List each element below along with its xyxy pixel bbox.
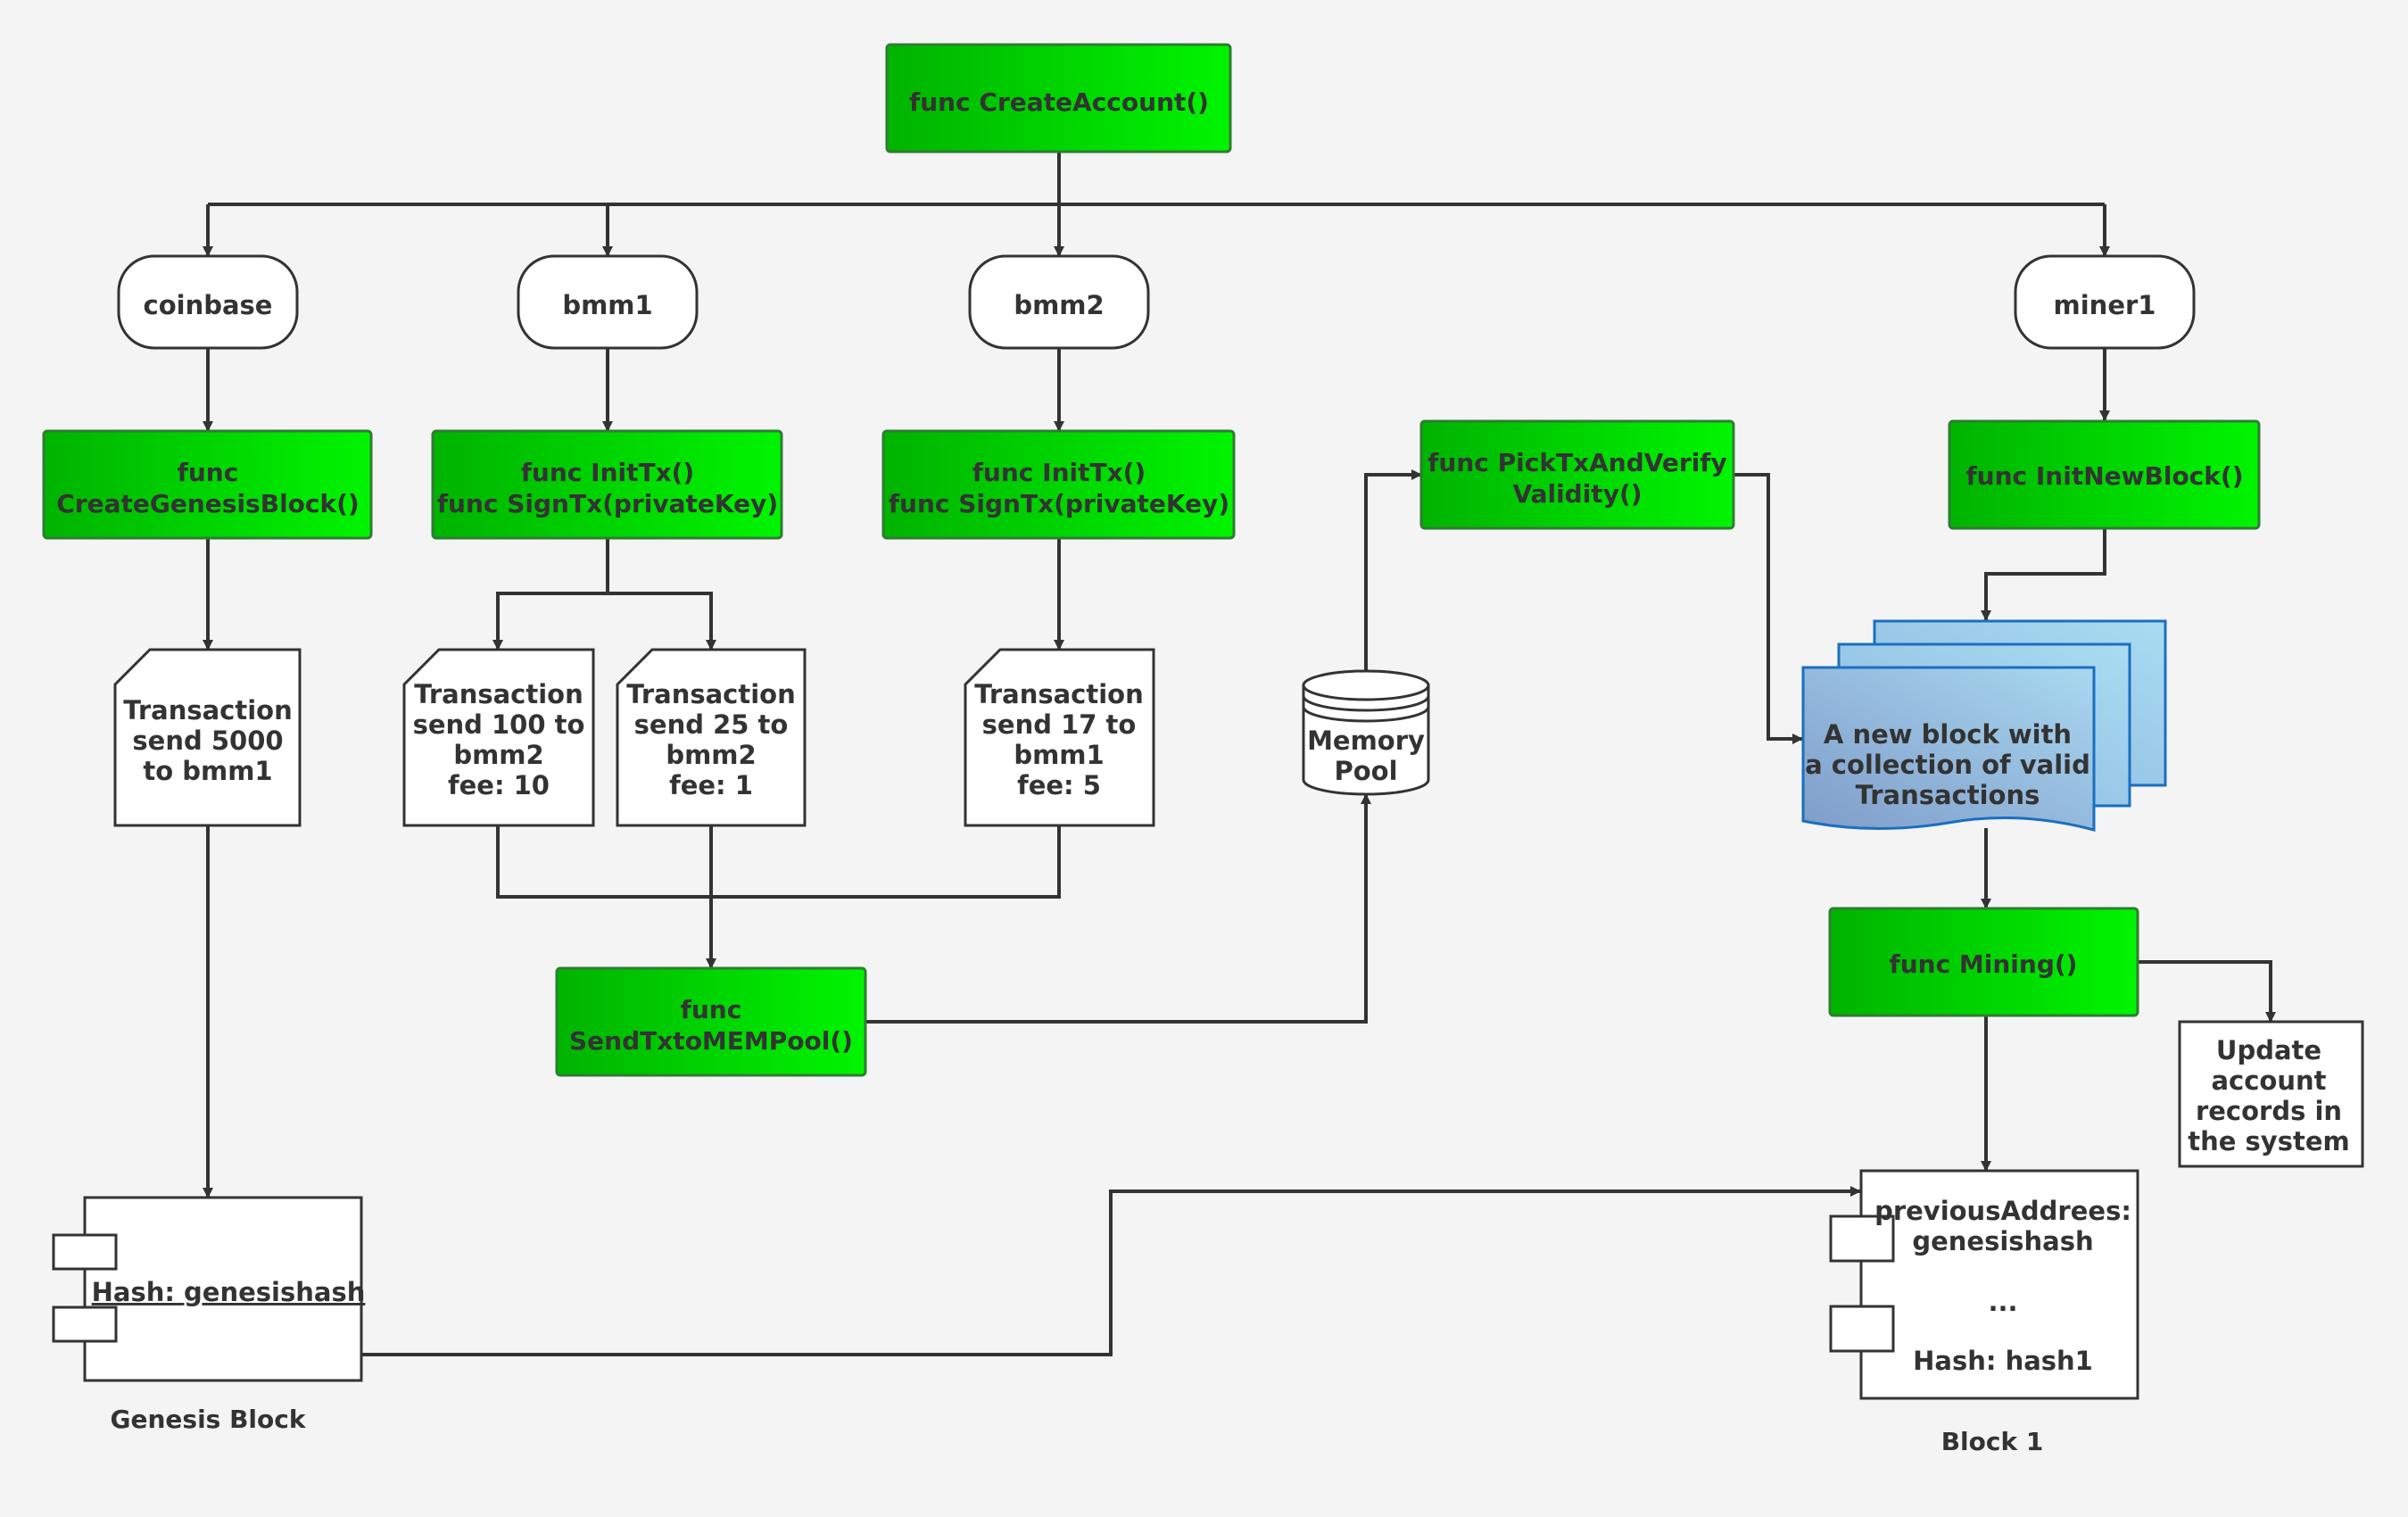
- tx-bmm1-b-card: Transaction send 25 to bmm2 fee: 1: [616, 648, 807, 827]
- tx-bmm1-b-line-1: Transaction: [626, 679, 796, 709]
- fn-send-tx-line-2: SendTxtoMEMPool(): [569, 1026, 853, 1056]
- edge-txs-merge: [496, 825, 1061, 899]
- edge-mempool-to-pick: [1364, 469, 1422, 671]
- fn-bmm2-init-sign: func InitTx() func SignTx(privateKey): [881, 429, 1236, 540]
- fn-init-new-block: func InitNewBlock(): [1948, 419, 2261, 530]
- block1-caption: Block 1: [1941, 1427, 2044, 1456]
- genesis-block-port-bottom: [52, 1306, 118, 1343]
- memory-pool-line-1: Memory: [1307, 725, 1425, 756]
- tx-genesis-line-1: Transaction: [123, 695, 293, 725]
- new-block-line-1: A new block with: [1824, 719, 2072, 750]
- block1-previous-line-1: previousAddrees:: [1874, 1196, 2131, 1226]
- genesis-block-hash: Hash: genesishash: [92, 1277, 366, 1307]
- edge-pick-to-newblock: [1734, 473, 1803, 744]
- tx-bmm2-line-2: send 17 to: [982, 709, 1137, 740]
- update-records-line-2: account: [2211, 1065, 2326, 1096]
- block1-hash: Hash: hash1: [1913, 1346, 2093, 1376]
- account-bmm1: bmm1: [517, 254, 699, 350]
- fn-bmm1-init-sign: func InitTx() func SignTx(privateKey): [431, 429, 783, 540]
- tx-bmm2-line-4: fee: 5: [1017, 770, 1101, 800]
- edge-mining-to-update: [2138, 960, 2276, 1023]
- block1-port-top: [1829, 1214, 1895, 1263]
- tx-bmm1-a-line-3: bmm2: [453, 740, 543, 770]
- update-records-line-4: the system: [2188, 1126, 2349, 1156]
- account-bmm2: bmm2: [968, 254, 1150, 350]
- fn-pick-tx-line-1: func PickTxAndVerify: [1427, 448, 1727, 477]
- genesis-block-caption: Genesis Block: [111, 1405, 307, 1434]
- fn-bmm1-sign-line: func SignTx(privateKey): [437, 489, 778, 518]
- account-bmm2-label: bmm2: [1014, 290, 1104, 320]
- account-coinbase-label: coinbase: [144, 290, 273, 320]
- account-bmm1-label: bmm1: [562, 290, 652, 320]
- edge-bmm1-split-right: [608, 592, 716, 651]
- edge-sendtx-to-mempool: [865, 793, 1371, 1024]
- fn-create-genesis-line-2: CreateGenesisBlock(): [56, 489, 359, 518]
- block1-component: previousAddrees: genesishash ... Hash: h…: [1829, 1169, 2139, 1456]
- new-block-line-2: a collection of valid: [1805, 750, 2090, 780]
- fn-create-genesis-block: func CreateGenesisBlock(): [42, 429, 373, 540]
- account-miner1: miner1: [2014, 254, 2196, 350]
- tx-bmm2-line-1: Transaction: [974, 679, 1144, 709]
- update-records-line-3: records in: [2196, 1096, 2342, 1126]
- fn-create-account: func CreateAccount(): [885, 43, 1232, 153]
- update-records-line-1: Update: [2216, 1035, 2321, 1065]
- fn-send-tx-mempool: func SendTxtoMEMPool(): [555, 966, 867, 1077]
- fn-mining: func Mining(): [1828, 907, 2139, 1017]
- tx-bmm1-a-line-4: fee: 10: [448, 770, 550, 800]
- fn-pick-tx-line-2: Validity(): [1512, 479, 1642, 509]
- memory-pool-database: Memory Pool: [1302, 669, 1430, 796]
- fn-send-tx-line-1: func: [681, 995, 742, 1024]
- fn-mining-label: func Mining(): [1890, 949, 2078, 979]
- edge-bmm1-split: [492, 538, 609, 651]
- tx-bmm1-b-line-4: fee: 1: [669, 770, 753, 800]
- new-block-line-3: Transactions: [1856, 780, 2040, 810]
- fn-bmm1-init-line: func InitTx(): [521, 458, 694, 487]
- block1-port-bottom: [1829, 1305, 1895, 1353]
- tx-genesis-line-2: send 5000: [132, 725, 283, 756]
- tx-bmm1-a-card: Transaction send 100 to bmm2 fee: 10: [402, 648, 595, 827]
- fn-create-genesis-line-1: func: [178, 458, 239, 487]
- edge-genesisblock-to-block1: [361, 1186, 1861, 1356]
- block1-previous-line-2: genesishash: [1912, 1226, 2093, 1256]
- edge-initnewblock-to-newblock: [1981, 529, 2106, 621]
- tx-genesis-line-3: to bmm1: [143, 756, 272, 786]
- update-records-box: Update account records in the system: [2178, 1020, 2364, 1168]
- tx-bmm1-b-line-2: send 25 to: [634, 709, 789, 740]
- fn-pick-tx-verify: func PickTxAndVerify Validity(): [1419, 419, 1735, 530]
- connectors: [203, 152, 2276, 1356]
- new-block-documents: A new block with a collection of valid T…: [1801, 619, 2167, 832]
- block1-ellipsis: ...: [1988, 1287, 2017, 1317]
- account-coinbase: coinbase: [117, 254, 299, 350]
- fn-create-account-label: func CreateAccount(): [909, 87, 1209, 117]
- account-miner1-label: miner1: [2054, 290, 2156, 320]
- genesis-block-component: Hash: genesishash Genesis Block: [52, 1196, 366, 1434]
- fn-init-new-block-label: func InitNewBlock(): [1965, 461, 2243, 491]
- tx-genesis-card: Transaction send 5000 to bmm1: [113, 648, 302, 827]
- tx-bmm2-card: Transaction send 17 to bmm1 fee: 5: [964, 648, 1155, 827]
- memory-pool-line-2: Pool: [1334, 756, 1397, 786]
- tx-bmm1-a-line-1: Transaction: [414, 679, 583, 709]
- tx-bmm2-line-3: bmm1: [1014, 740, 1104, 770]
- fn-bmm2-sign-line: func SignTx(privateKey): [889, 489, 1229, 518]
- fn-bmm2-init-line: func InitTx(): [972, 458, 1146, 487]
- tx-bmm1-a-line-2: send 100 to: [413, 709, 585, 740]
- tx-bmm1-b-line-3: bmm2: [666, 740, 756, 770]
- genesis-block-port-top: [52, 1233, 118, 1271]
